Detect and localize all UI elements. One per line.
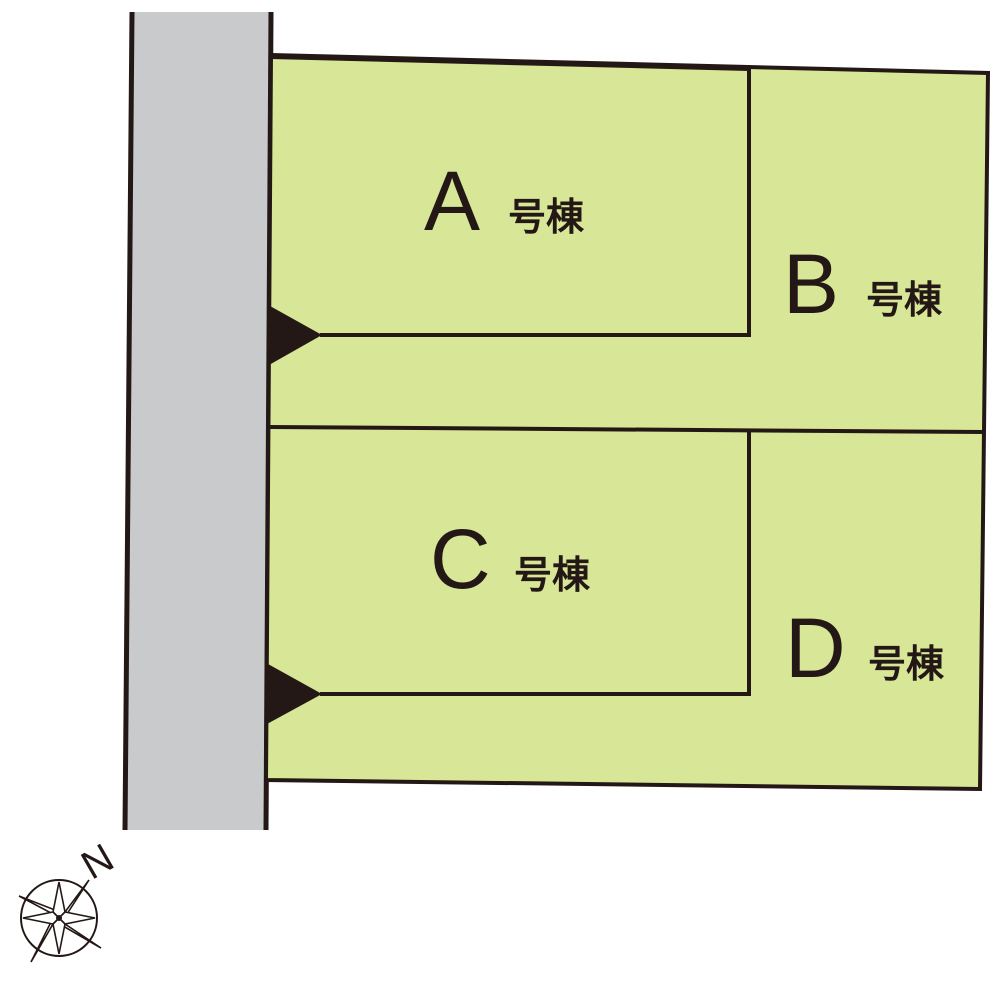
entrance-triangle-icon <box>269 306 322 365</box>
compass-north-label: N <box>74 836 121 889</box>
lot-d[interactable]: D 号棟 <box>785 601 945 695</box>
lot-b[interactable]: B 号棟 <box>783 237 943 331</box>
lot-d-suffix: 号棟 <box>868 642 945 686</box>
lot-d-letter: D <box>785 601 846 695</box>
road <box>122 11 274 831</box>
boundary-ab-cd <box>268 425 985 434</box>
lot-c-suffix: 号棟 <box>514 553 591 597</box>
lot-c-letter: C <box>430 512 491 606</box>
lot-b-letter: B <box>783 237 839 331</box>
compass-rose-icon <box>18 879 102 963</box>
lot-a-suffix: 号棟 <box>508 195 585 239</box>
entrance-triangle-icon <box>267 664 322 724</box>
lot-a-letter: A <box>424 154 480 248</box>
lot-a[interactable]: A 号棟 <box>270 55 751 337</box>
lot-b-suffix: 号棟 <box>866 278 943 322</box>
lot-c[interactable]: C 号棟 <box>320 432 751 696</box>
